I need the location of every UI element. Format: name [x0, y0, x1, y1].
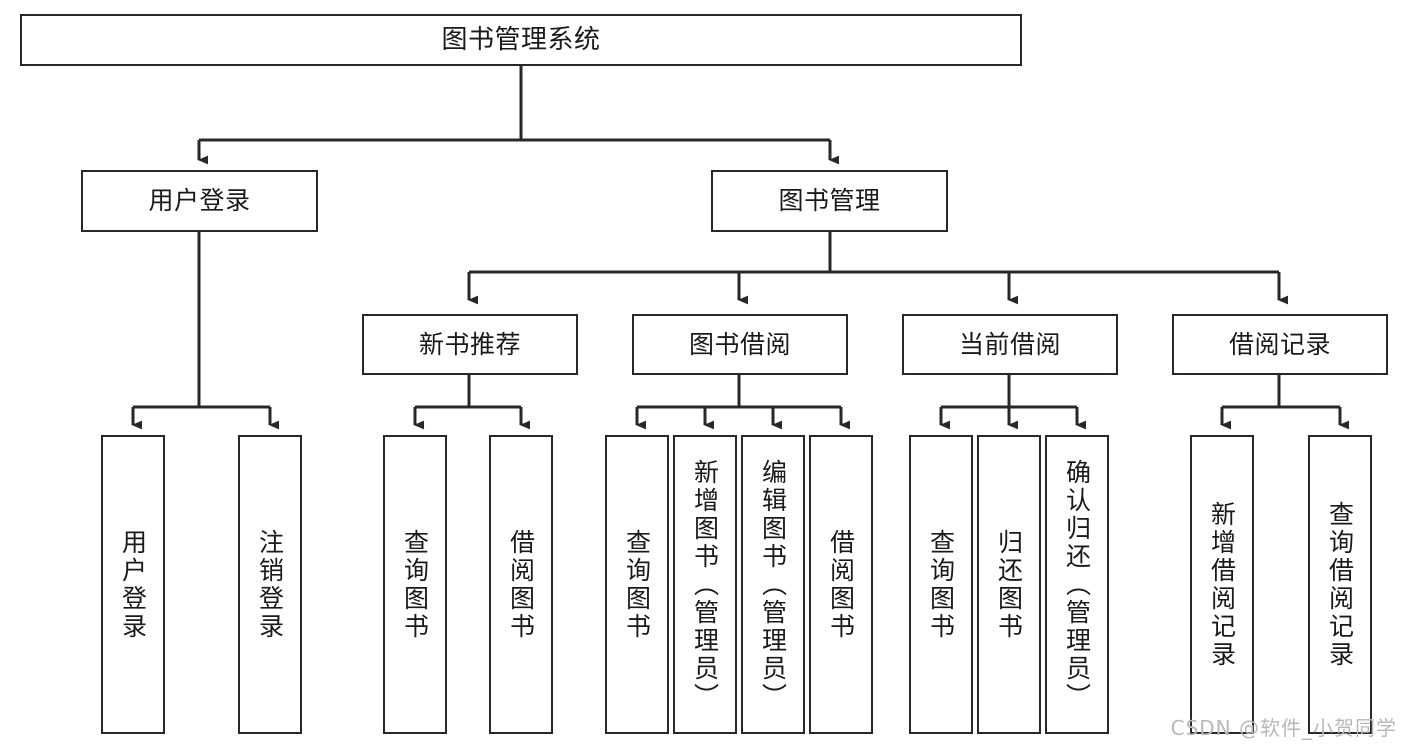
node-label: 新增图书（管理员） [690, 458, 720, 711]
node-leaf-borrow-book-1[interactable]: 借阅图书 [489, 435, 553, 734]
node-leaf-query-book-1[interactable]: 查询图书 [383, 435, 447, 734]
csdn-watermark: CSDN @软件_小贺同学 [1170, 716, 1397, 740]
node-current-borrow[interactable]: 当前借阅 [902, 314, 1118, 375]
node-borrow-record[interactable]: 借阅记录 [1172, 314, 1388, 375]
node-leaf-query-book-3[interactable]: 查询图书 [909, 435, 973, 734]
node-book-manage[interactable]: 图书管理 [711, 170, 948, 232]
node-label: 新增借阅记录 [1207, 500, 1237, 669]
node-label: 图书管理系统 [441, 24, 601, 55]
node-label: 借阅记录 [1228, 329, 1331, 359]
node-user-login[interactable]: 用户登录 [81, 170, 318, 232]
node-label: 用户登录 [118, 528, 148, 641]
node-new-book-recommend[interactable]: 新书推荐 [362, 314, 578, 375]
node-leaf-user-login[interactable]: 用户登录 [101, 435, 165, 734]
node-leaf-user-logout[interactable]: 注销登录 [238, 435, 302, 734]
node-label: 编辑图书（管理员） [758, 458, 788, 711]
node-label: 新书推荐 [418, 329, 521, 359]
node-label: 查询图书 [926, 528, 956, 641]
node-label: 图书借阅 [688, 329, 791, 359]
node-leaf-edit-book[interactable]: 编辑图书（管理员） [741, 435, 805, 734]
node-leaf-confirm-return[interactable]: 确认归还（管理员） [1045, 435, 1109, 734]
node-label: 查询图书 [622, 528, 652, 641]
node-root-system[interactable]: 图书管理系统 [20, 14, 1022, 66]
node-book-borrow[interactable]: 图书借阅 [632, 314, 848, 375]
node-label: 借阅图书 [506, 528, 536, 641]
node-label: 图书管理 [778, 186, 881, 216]
node-label: 确认归还（管理员） [1062, 458, 1092, 711]
node-label: 归还图书 [994, 528, 1024, 641]
node-label: 当前借阅 [958, 329, 1061, 359]
node-leaf-add-book[interactable]: 新增图书（管理员） [673, 435, 737, 734]
node-label: 借阅图书 [826, 528, 856, 641]
node-leaf-borrow-book-2[interactable]: 借阅图书 [809, 435, 873, 734]
node-label: 查询借阅记录 [1325, 500, 1355, 669]
node-leaf-add-record[interactable]: 新增借阅记录 [1190, 435, 1254, 734]
node-label: 注销登录 [255, 528, 285, 641]
node-label: 查询图书 [400, 528, 430, 641]
node-label: 用户登录 [148, 186, 251, 216]
node-leaf-query-book-2[interactable]: 查询图书 [605, 435, 669, 734]
node-leaf-return-book[interactable]: 归还图书 [977, 435, 1041, 734]
node-leaf-query-record[interactable]: 查询借阅记录 [1308, 435, 1372, 734]
